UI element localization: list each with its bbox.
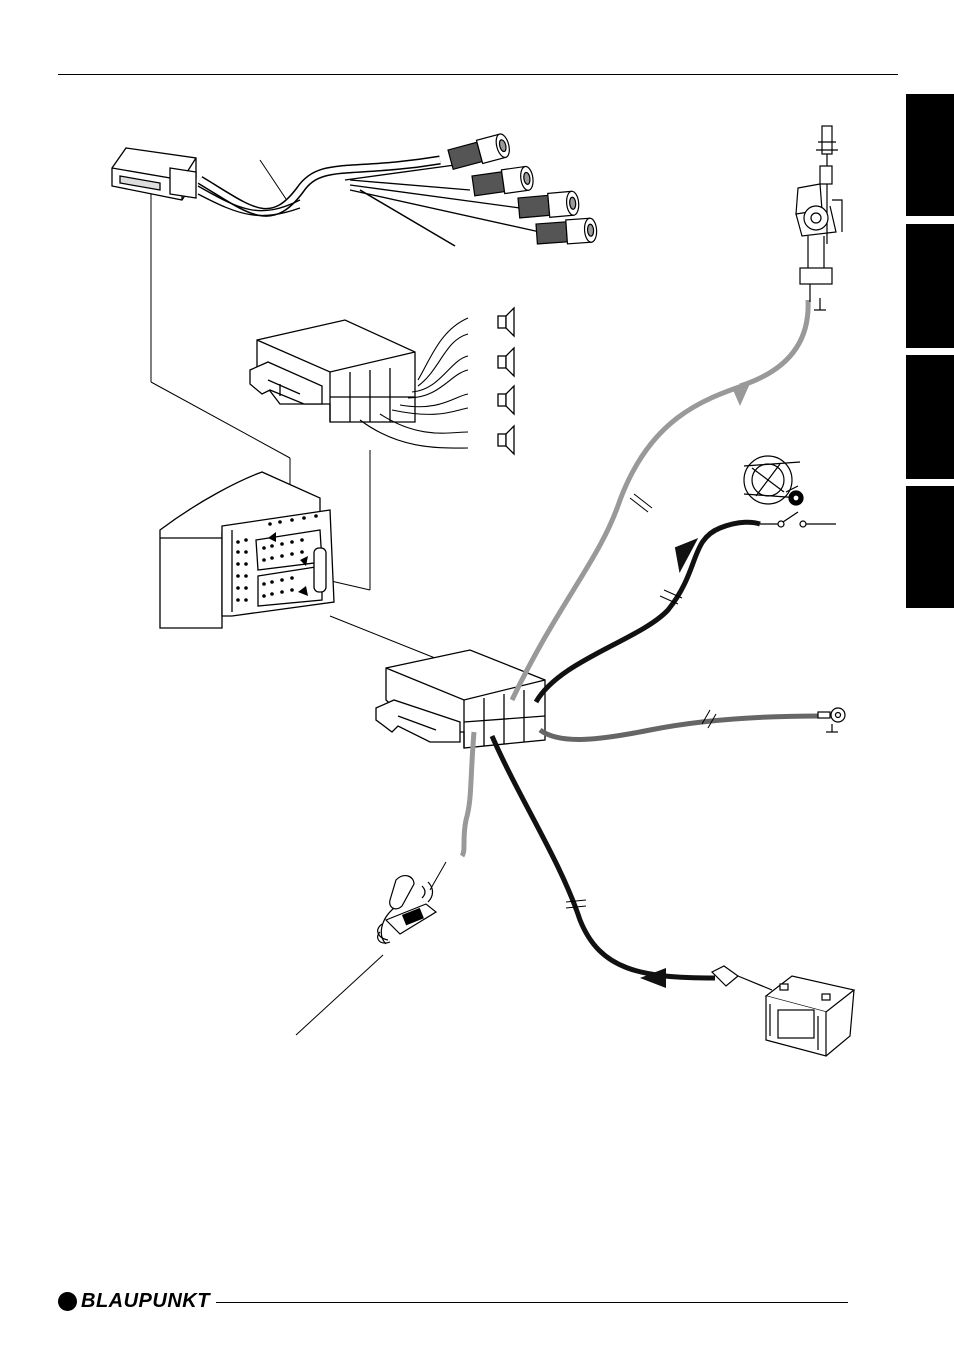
ground-icon — [818, 708, 845, 732]
radio-chassis-icon — [160, 472, 334, 628]
antenna-motor-icon — [796, 126, 842, 310]
telephone-icon — [378, 876, 436, 944]
speaker-connector-icon — [250, 318, 468, 448]
footer-rule — [216, 1302, 848, 1303]
antenna-wire — [512, 300, 808, 700]
battery-icon — [712, 966, 854, 1056]
telephone-wire — [462, 732, 474, 856]
iso-connector-icon — [376, 650, 545, 748]
rca-plugs — [447, 133, 597, 246]
ground-wire — [540, 710, 820, 739]
speaker-icon — [498, 308, 514, 454]
ignition-icon — [744, 456, 836, 527]
brand-logo-dot-icon — [58, 1292, 77, 1311]
battery-wire — [492, 736, 715, 988]
brand-logo: BLAUPUNKT — [58, 1290, 210, 1313]
brand-name: BLAUPUNKT — [81, 1290, 210, 1313]
ignition-wire — [536, 522, 760, 702]
